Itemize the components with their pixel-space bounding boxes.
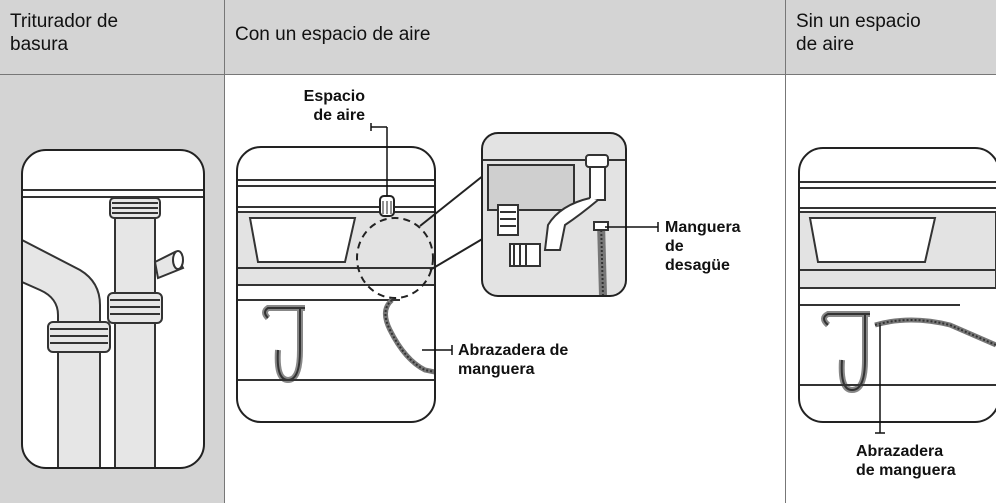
label-line: Abrazadera de: [458, 342, 569, 359]
header-text-line: Triturador de: [10, 11, 119, 32]
label-line: de aire: [313, 107, 365, 124]
column-divider: [785, 0, 786, 503]
hose-clamp-right-label: Abrazadera de manguera: [856, 442, 956, 480]
label-line: desagüe: [665, 257, 730, 274]
label-line: Manguera: [665, 219, 741, 236]
header-divider: [0, 74, 996, 75]
header-text-line: de aire: [796, 34, 855, 55]
header-text-line: Sin un espacio: [796, 11, 921, 32]
without-air-gap-illustration: [798, 147, 996, 423]
label-line: Abrazadera: [856, 443, 944, 460]
label-line: manguera: [458, 361, 535, 378]
drain-hose-label: Manguera de desagüe: [665, 218, 741, 275]
garbage-disposal-illustration: [21, 149, 205, 469]
air-gap-label: Espacio de aire: [285, 87, 365, 125]
leader-lines: [370, 123, 885, 434]
header-garbage-disposal: Triturador de basura: [0, 0, 224, 74]
air-gap-zoom-illustration: [481, 132, 627, 297]
label-line: de: [665, 238, 684, 255]
with-air-gap-illustration: [236, 146, 485, 423]
column-divider: [224, 0, 225, 503]
label-line: Espacio: [303, 88, 365, 105]
header-text-line: basura: [10, 34, 69, 55]
hose-clamp-center-label: Abrazadera de manguera: [458, 341, 568, 379]
header-text-line: Con un espacio de aire: [235, 24, 431, 45]
header-without-air-gap: Sin un espacio de aire: [786, 0, 996, 74]
header-with-air-gap: Con un espacio de aire: [225, 0, 785, 74]
label-line: de manguera: [856, 462, 956, 479]
